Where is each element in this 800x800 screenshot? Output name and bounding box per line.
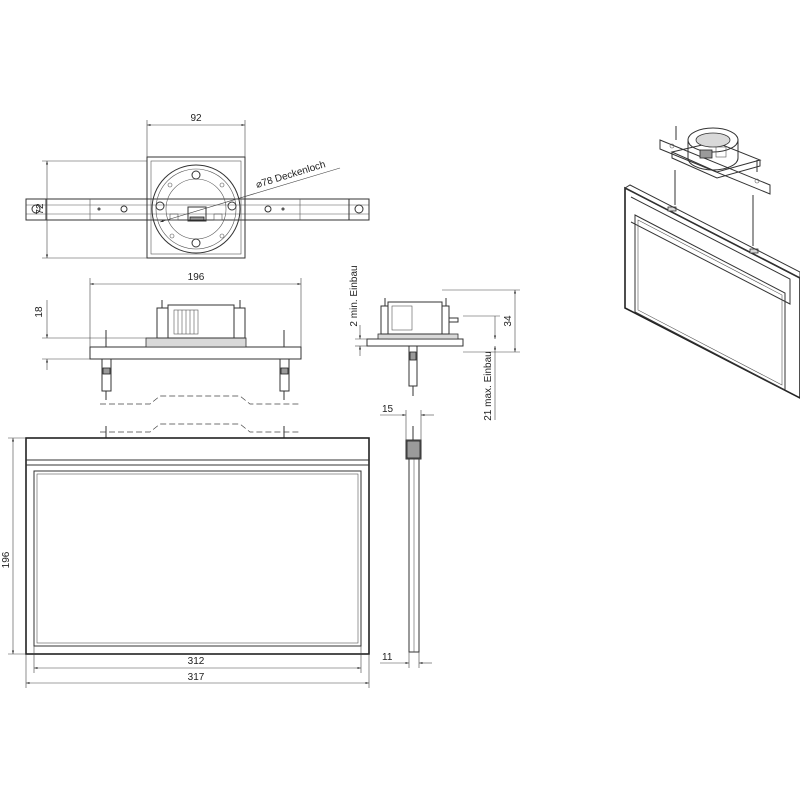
top-view: 92 72 ⌀78 Deckenloch xyxy=(25,113,370,259)
dim-side-18: 18 xyxy=(34,306,45,318)
dim-depth-11: 11 xyxy=(382,652,393,663)
dim-max-install: 21 max. Einbau xyxy=(483,351,494,421)
isometric-view xyxy=(624,126,800,399)
section-view: 2 min. Einbau 34 21 max. Einbau xyxy=(349,265,520,421)
side-view: 196 18 xyxy=(34,272,302,438)
dim-min-install: 2 min. Einbau xyxy=(349,265,360,326)
front-view: 196 312 317 xyxy=(1,437,370,688)
profile-view: 15 11 xyxy=(380,404,434,668)
dim-side-width: 196 xyxy=(188,272,205,283)
dim-depth-15: 15 xyxy=(382,404,394,415)
dim-inner-width: 312 xyxy=(188,656,205,667)
dim-top-width: 92 xyxy=(190,113,202,124)
dim-front-height: 196 xyxy=(1,551,12,568)
dim-top-height: 72 xyxy=(35,203,46,215)
dim-34: 34 xyxy=(503,315,514,327)
dim-outer-width: 317 xyxy=(188,672,205,683)
